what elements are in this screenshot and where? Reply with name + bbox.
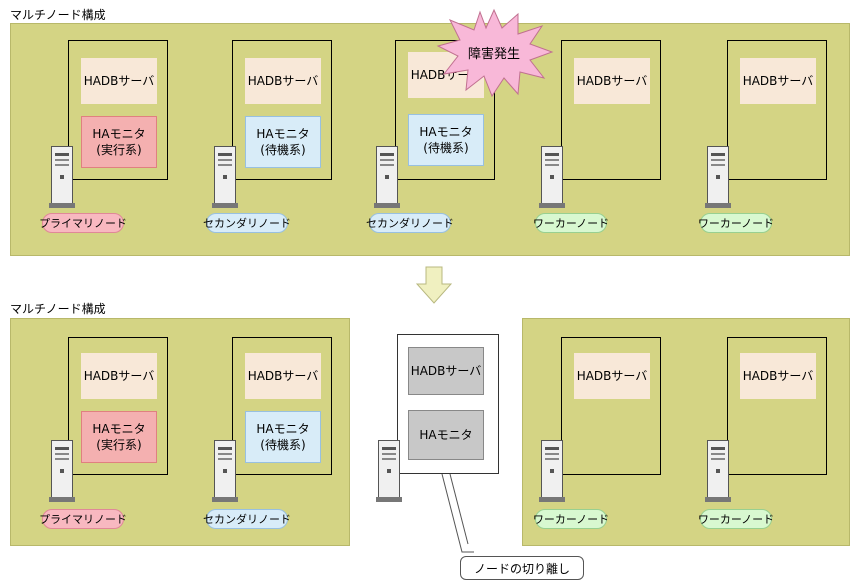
server-tower-icon [374, 146, 400, 208]
server-tower-icon [49, 146, 75, 208]
server-tower-icon [539, 146, 565, 208]
hadb-server-box: HADBサーバ [81, 353, 157, 399]
server-tower-icon [49, 440, 75, 502]
detached-hadb-server-box: HADBサーバ [408, 347, 484, 395]
bottom-title: マルチノード構成 [10, 302, 106, 316]
ha-monitor-active-box: HAモニタ (実行系) [81, 116, 157, 168]
secondary-node-badge: セカンダリノード [203, 509, 291, 529]
down-arrow-icon [416, 266, 452, 304]
ha-monitor-standby-box: HAモニタ (待機系) [408, 114, 484, 166]
detached-ha-monitor-box: HAモニタ [408, 410, 484, 460]
worker-node-badge: ワーカーノード [698, 213, 774, 233]
node-frame [727, 337, 827, 475]
secondary-node-badge: セカンダリノード [203, 213, 291, 233]
detach-callout: ノードの切り離し [460, 556, 584, 580]
server-tower-icon [705, 440, 731, 502]
server-tower-icon [705, 146, 731, 208]
hadb-server-box: HADBサーバ [574, 353, 650, 399]
node-frame [232, 40, 332, 180]
hadb-server-box: HADBサーバ [740, 58, 816, 104]
primary-node-badge: プライマリノード [39, 213, 127, 233]
primary-node-badge: プライマリノード [39, 509, 127, 529]
worker-node-badge: ワーカーノード [533, 213, 609, 233]
node-frame [561, 40, 661, 180]
server-tower-icon [376, 440, 402, 502]
ha-monitor-active-box: HAモニタ (実行系) [81, 411, 157, 463]
server-tower-icon [212, 440, 238, 502]
node-frame [727, 40, 827, 180]
node-frame [68, 337, 168, 475]
server-tower-icon [539, 440, 565, 502]
worker-node-badge: ワーカーノード [533, 509, 609, 529]
hadb-server-box: HADBサーバ [245, 353, 321, 399]
node-frame [68, 40, 168, 180]
hadb-server-box: HADBサーバ [81, 58, 157, 104]
server-tower-icon [212, 146, 238, 208]
secondary-node-badge: セカンダリノード [366, 213, 454, 233]
failure-alert-label: 障害発生 [467, 47, 520, 62]
ha-monitor-standby-box: HAモニタ (待機系) [245, 411, 321, 463]
node-frame [395, 40, 495, 180]
failure-burst-icon [436, 8, 554, 98]
hadb-server-box: HADBサーバ [740, 353, 816, 399]
top-title: マルチノード構成 [10, 8, 106, 22]
worker-node-badge: ワーカーノード [698, 509, 774, 529]
node-frame [561, 337, 661, 475]
callout-pointer [441, 474, 474, 553]
hadb-server-box: HADBサーバ [574, 58, 650, 104]
node-frame [232, 337, 332, 475]
hadb-server-box: HADBサーバ [245, 58, 321, 104]
ha-monitor-standby-box: HAモニタ (待機系) [245, 116, 321, 168]
